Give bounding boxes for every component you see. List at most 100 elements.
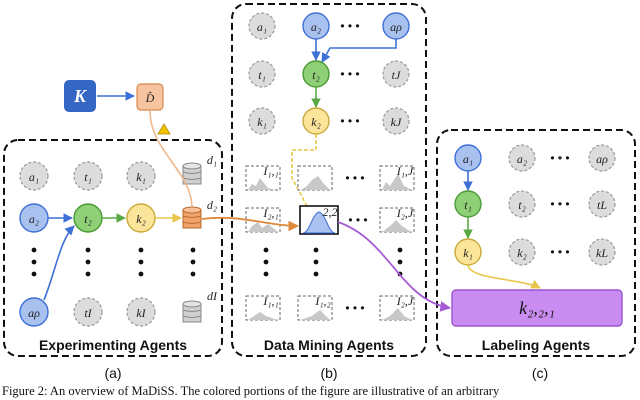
hist-i1j	[379, 165, 415, 191]
node-a1-label: a₁	[29, 170, 39, 184]
mining-node-kJ	[382, 107, 410, 135]
vertical-dots-b	[263, 247, 403, 277]
mining-node-kJ-label: kJ	[391, 115, 402, 129]
label-node-k2-label: k₂	[517, 246, 527, 260]
node-tI	[73, 297, 103, 327]
panel-labeling-sub: (c)	[532, 365, 548, 381]
node-arho-label: aρ	[28, 306, 40, 320]
node-k2-label: k₂	[136, 212, 146, 226]
node-kI	[126, 297, 156, 327]
mining-k2-to-i22-line	[291, 134, 317, 209]
label-node-k1-label: k₁	[463, 246, 473, 260]
mining-node-a2-label: a₂	[311, 20, 321, 34]
label-node-t2-label: t₂	[518, 198, 526, 212]
dataset-estimate-node	[136, 83, 164, 111]
dhat-to-d2-line	[149, 110, 193, 207]
label-node-a1-label: a₁	[463, 152, 473, 166]
figure-caption: Figure 2: An overview of MaDiSS. The col…	[2, 384, 500, 398]
label-node-arho-label: aρ	[596, 152, 608, 166]
mining-hdots-h1: • • •	[345, 171, 364, 185]
node-t1	[73, 161, 103, 191]
node-a1	[19, 161, 49, 191]
mining-node-k1	[248, 107, 276, 135]
mining-node-k1-label: k₁	[257, 115, 267, 129]
hist-i21-label: I₂,₁	[262, 206, 278, 220]
label-output-box	[451, 289, 623, 327]
vertical-dots-a	[31, 247, 196, 277]
node-kI-label: kI	[136, 306, 146, 320]
panel-experimenting-sub: (a)	[104, 365, 121, 381]
panel-experimenting-title: Experimenting Agents	[39, 337, 187, 353]
mining-hdots-k: • • •	[340, 114, 359, 128]
node-k1	[126, 161, 156, 191]
mining-node-t1-label: t₁	[258, 68, 266, 82]
dataset-estimate-label: D̂	[145, 91, 155, 105]
label-node-a2-label: a₂	[517, 152, 527, 166]
label-node-k2	[508, 238, 536, 266]
node-a2-label: a₂	[29, 212, 39, 226]
hist-iI2	[297, 295, 333, 321]
hist-iIJ-label: I₂,J	[396, 294, 414, 308]
mining-arho-to-t2-arrow	[321, 39, 397, 63]
mining-node-a1	[248, 12, 276, 40]
k1-to-output-line	[467, 264, 541, 289]
node-t2-label: t₂	[84, 212, 92, 226]
label-node-t1-label: t₁	[464, 198, 472, 212]
mining-node-arho-label: aρ	[390, 20, 402, 34]
label-node-a2	[508, 144, 536, 172]
mining-hdots-t: • • •	[340, 67, 359, 81]
database-dI-label: dI	[207, 289, 218, 303]
panel-labeling-border	[436, 129, 636, 357]
label-hdots-a: • • •	[550, 151, 569, 165]
label-output-text: k₂,₂,₁	[519, 298, 555, 318]
warning-triangle-icon	[157, 123, 171, 135]
mining-node-tJ-label: tJ	[392, 68, 401, 82]
mining-node-tJ	[382, 60, 410, 88]
d2-to-i22-arrow	[201, 216, 300, 232]
label-node-arho	[588, 144, 616, 172]
mining-node-t2-label: t₂	[312, 68, 320, 82]
panel-mining-title: Data Mining Agents	[264, 337, 394, 353]
node-tI-label: tI	[84, 306, 92, 320]
hist-i2j	[379, 207, 415, 233]
database-d2-icon	[182, 206, 202, 229]
database-d1-icon	[182, 162, 202, 185]
node-t1-label: t₁	[84, 170, 92, 184]
hist-iI1	[245, 295, 281, 321]
label-hdots-t: • • •	[550, 197, 569, 211]
mining-hdots-h2: • • •	[348, 213, 367, 227]
database-d1-label: d₁	[207, 153, 217, 167]
label-node-tL	[588, 190, 616, 218]
hist-iIJ	[379, 295, 415, 321]
label-node-kL	[588, 238, 616, 266]
node-arho	[19, 297, 49, 327]
panel-labeling-title: Labeling Agents	[482, 337, 591, 353]
knowledge-label: K	[73, 86, 88, 106]
mining-node-k2-label: k₂	[311, 115, 321, 129]
hist-i12	[297, 165, 333, 191]
mining-node-t1	[248, 60, 276, 88]
hist-i2j-label: I₂,J	[396, 206, 414, 220]
panel-experimenting-border	[3, 139, 223, 357]
mining-hdots-h3: • • •	[345, 301, 364, 315]
hist-i22-label: 2,2	[323, 205, 338, 219]
label-hdots-k: • • •	[550, 245, 569, 259]
hist-i1j-label: I₁,J	[396, 164, 414, 178]
mining-hdots-a: • • •	[340, 19, 359, 33]
arho-to-t2-arrow	[43, 225, 75, 301]
hist-iI2-label: I₁,₂	[314, 294, 330, 308]
hist-iI1-label: I₁,₁	[262, 294, 278, 308]
database-d2-label: d₂	[207, 198, 217, 212]
hist-i22-selected	[299, 205, 339, 235]
hist-i11	[245, 165, 281, 191]
mining-node-a1-label: a₁	[257, 20, 267, 34]
label-node-tL-label: tL	[597, 198, 607, 212]
label-node-t2	[508, 190, 536, 218]
node-k1-label: k₁	[136, 170, 146, 184]
label-node-kL-label: kL	[596, 246, 608, 260]
panel-mining-border	[231, 3, 427, 357]
knowledge-node	[64, 80, 96, 112]
hist-i11-label: I₁,₁	[262, 164, 278, 178]
i22-to-output-arrow	[337, 221, 452, 312]
